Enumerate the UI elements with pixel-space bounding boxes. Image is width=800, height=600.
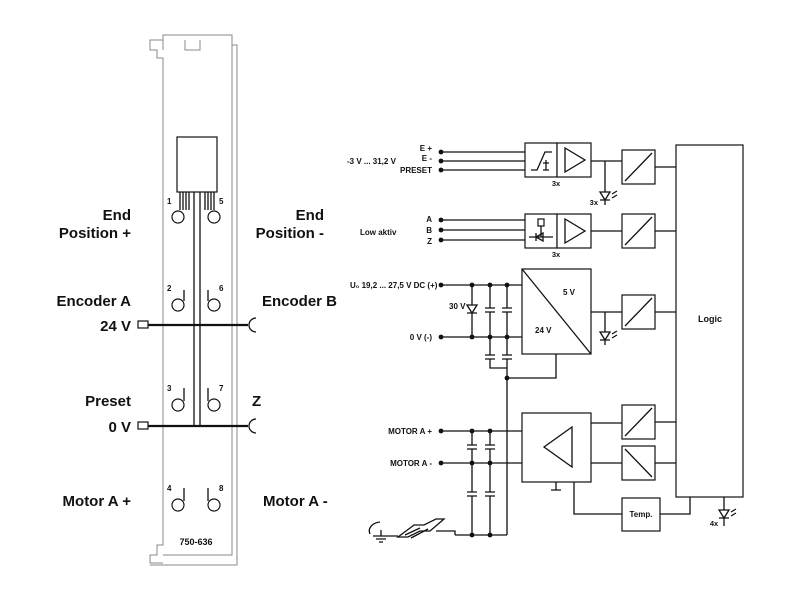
part-number: 750-636	[179, 537, 212, 547]
label-motor-a-minus: Motor A -	[263, 493, 328, 510]
label-preset: Preset	[85, 393, 131, 410]
terminal-num-4: 4	[167, 484, 172, 493]
supply-label: U₀ 19,2 ... 27,5 V DC (+)	[350, 281, 438, 290]
terminal-2	[171, 290, 185, 312]
pin-a: A	[426, 215, 432, 224]
terminal-num-2: 2	[167, 284, 172, 293]
terminal-6	[207, 290, 221, 312]
label-0v: 0 V	[108, 419, 131, 436]
multiplier-2: 3x	[552, 250, 561, 259]
input-range: -3 V ... 31,2 V	[347, 157, 397, 166]
rail-0v	[137, 418, 257, 434]
ground-label: 0 V (-)	[410, 333, 433, 342]
din-rail-icon	[389, 518, 456, 539]
logic-label: Logic	[698, 314, 722, 324]
logic-block: Logic	[675, 144, 744, 498]
terminal-num-5: 5	[219, 197, 224, 206]
input-group-1	[438, 142, 676, 205]
input-group-2	[438, 213, 676, 249]
label-encoder-b: Encoder B	[262, 293, 337, 310]
pin-z: Z	[427, 237, 432, 246]
terminal-8	[207, 488, 221, 512]
terminal-7	[207, 388, 221, 412]
led-mult-1: 3x	[590, 198, 599, 207]
terminal-num-7: 7	[219, 384, 224, 393]
led-count: 4x	[710, 519, 719, 528]
label-end-position-plus-2: Position +	[59, 225, 131, 242]
label-end-position-minus-2: Position -	[256, 225, 324, 242]
zener-label: 30 V	[449, 302, 466, 311]
rail-24v	[137, 317, 257, 333]
ground-icon	[368, 521, 389, 543]
motor-plus-label: MOTOR A +	[388, 427, 432, 436]
power-section	[438, 268, 676, 535]
multiplier-1: 3x	[552, 179, 561, 188]
module-outline	[149, 34, 238, 566]
led-4x-icon	[717, 497, 737, 526]
pin-e-minus: E -	[422, 154, 433, 163]
terminal-5	[207, 210, 221, 224]
pin-e-plus: E +	[420, 144, 433, 153]
label-end-position-plus-1: End	[103, 207, 131, 224]
motor-section	[438, 404, 691, 538]
converter-out-label: 5 V	[563, 288, 576, 297]
terminal-1	[171, 210, 185, 224]
label-z: Z	[252, 393, 261, 410]
terminal-num-3: 3	[167, 384, 172, 393]
low-active-note: Low aktiv	[360, 228, 397, 237]
label-end-position-minus-1: End	[296, 207, 324, 224]
terminal-4	[171, 488, 185, 512]
connector-block	[176, 136, 218, 425]
pin-b: B	[426, 226, 432, 235]
terminal-3	[171, 388, 185, 412]
label-24v: 24 V	[100, 318, 131, 335]
terminal-num-8: 8	[219, 484, 224, 493]
motor-minus-label: MOTOR A -	[390, 459, 432, 468]
pin-preset: PRESET	[400, 166, 432, 175]
terminal-num-1: 1	[167, 197, 172, 206]
converter-in-label: 24 V	[535, 326, 552, 335]
label-encoder-a: Encoder A	[57, 293, 132, 310]
temp-label: Temp.	[630, 510, 653, 519]
label-motor-a-plus: Motor A +	[63, 493, 132, 510]
terminal-num-6: 6	[219, 284, 224, 293]
